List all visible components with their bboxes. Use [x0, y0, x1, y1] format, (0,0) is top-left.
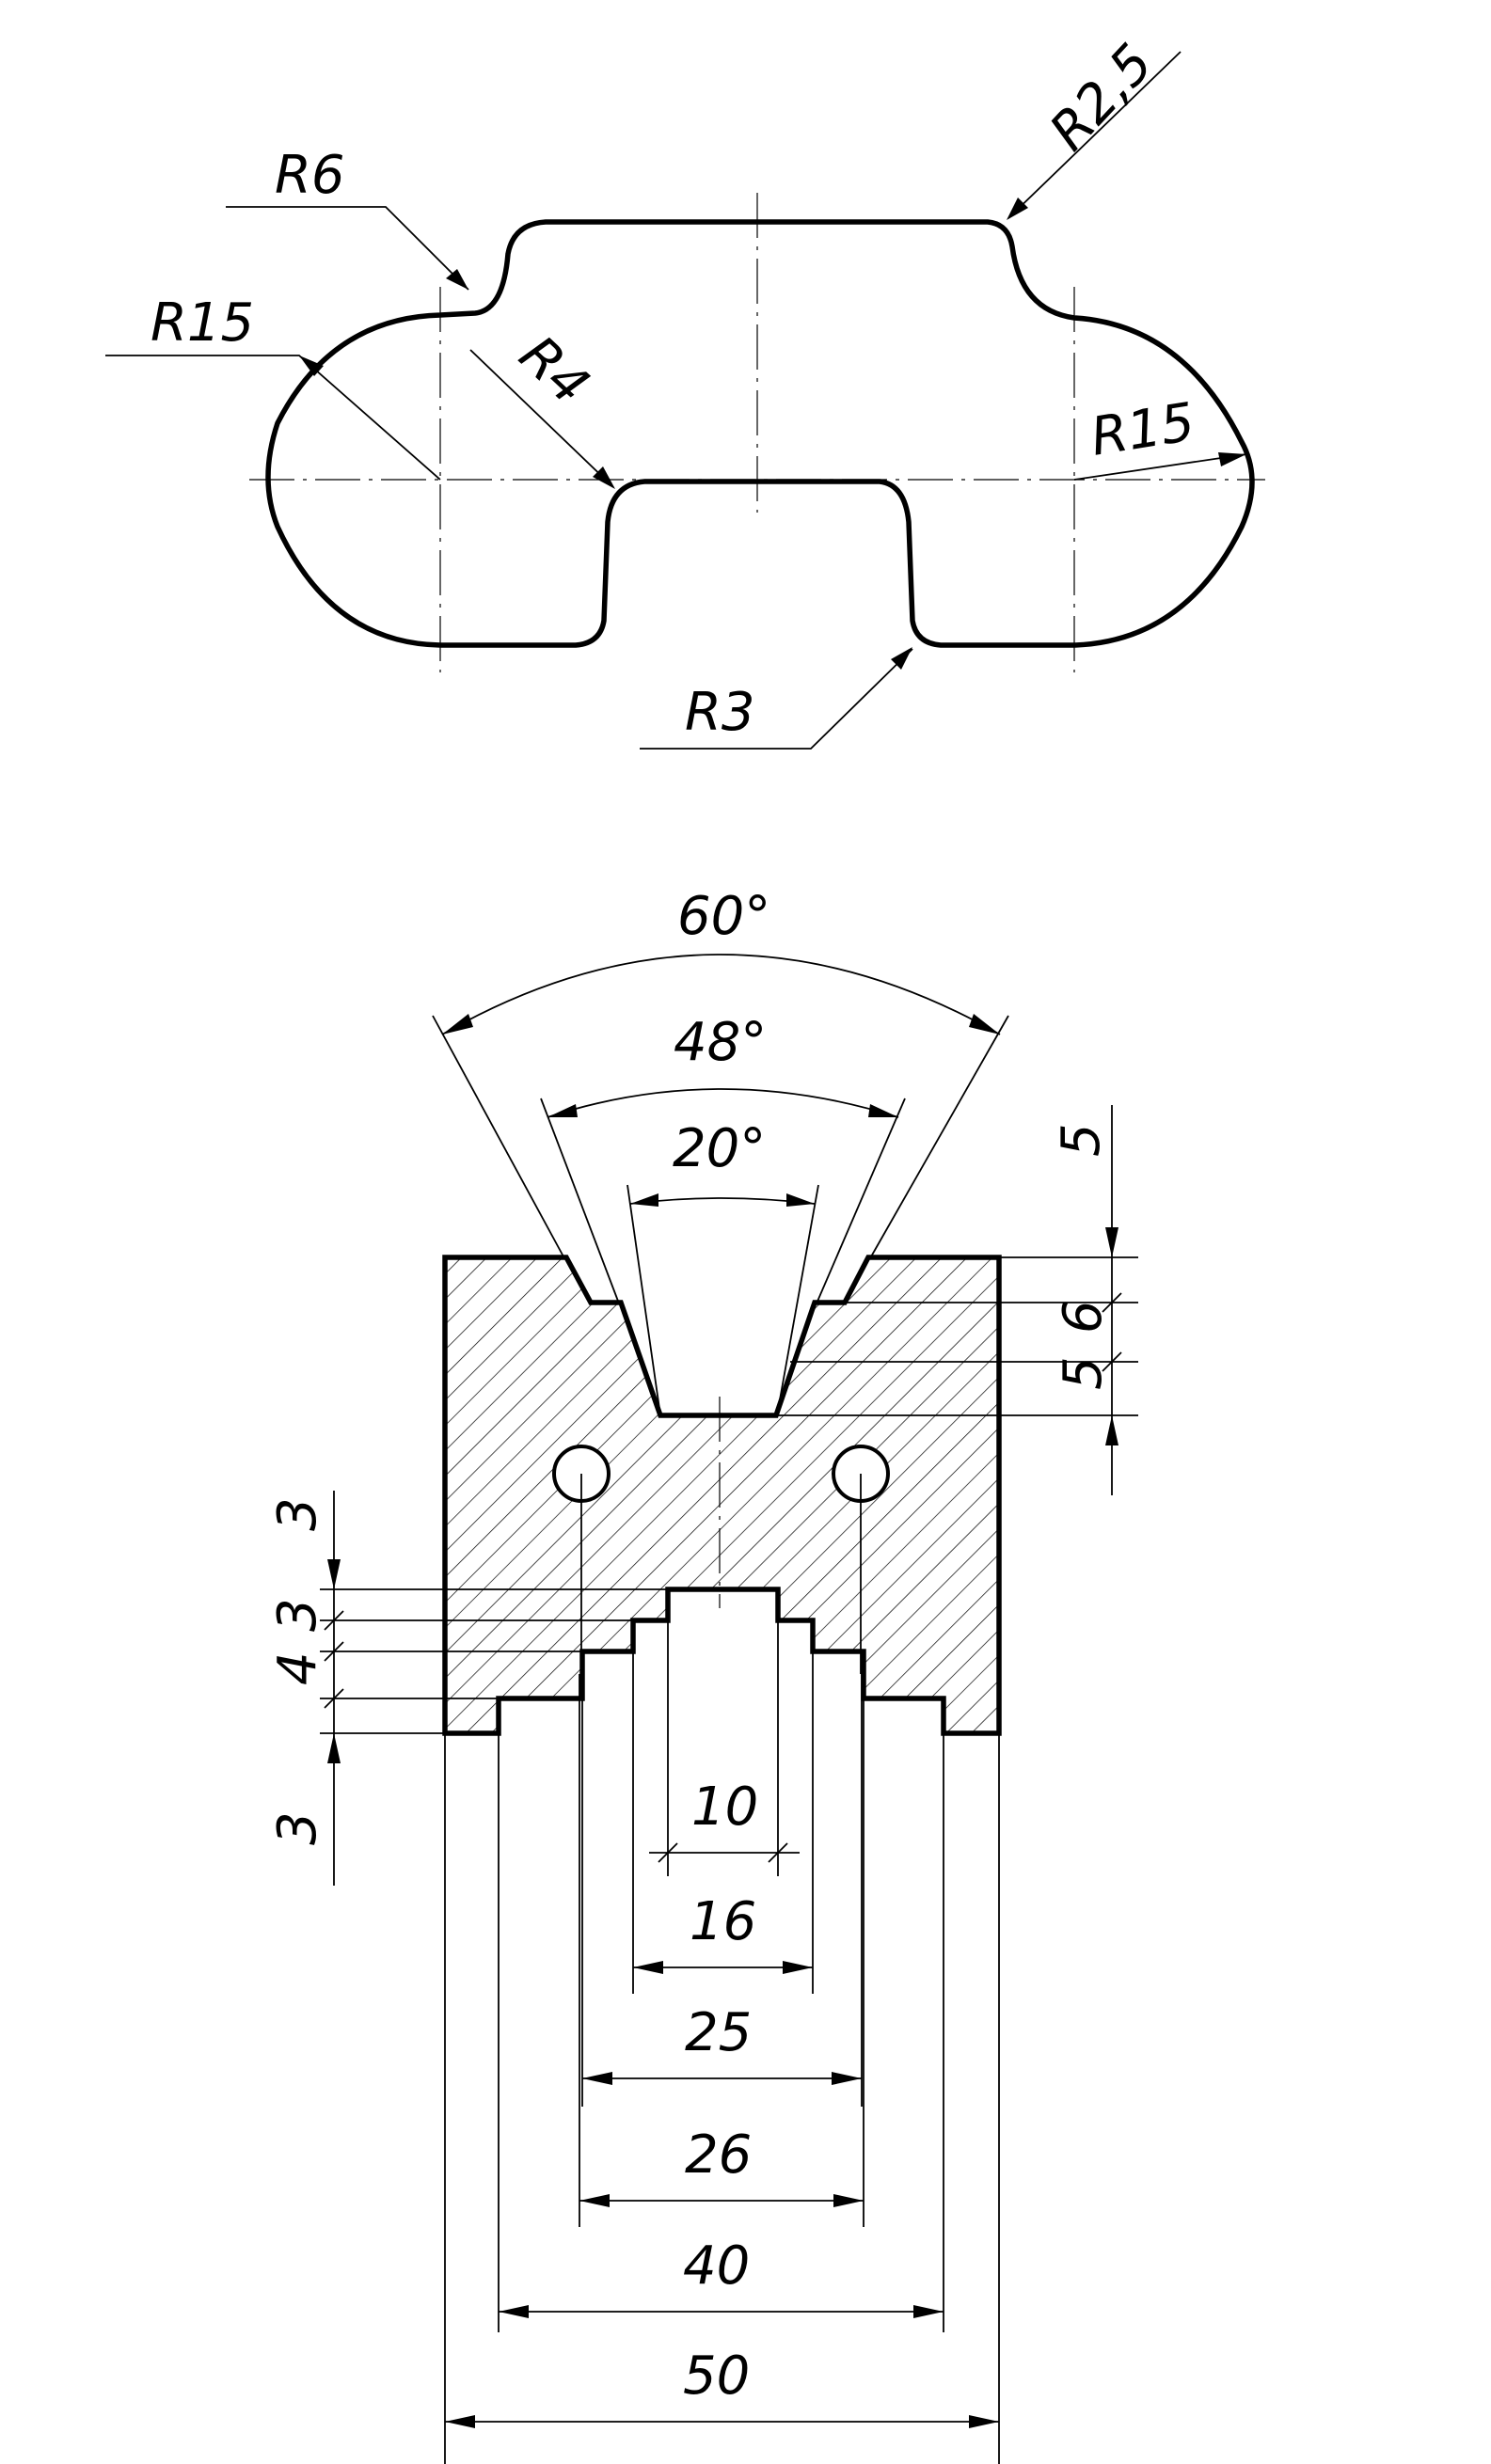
label-r15-left: R15 [151, 292, 254, 354]
section-view: 60° 48° 20° 5 6 5 [267, 886, 1138, 2464]
dim-angle-60: 60° [441, 886, 1001, 1035]
label-width-25: 25 [685, 2002, 752, 2063]
label-depth-5-top: 5 [1051, 1123, 1112, 1157]
label-step-3-top: 3 [267, 1497, 328, 1531]
label-width-50: 50 [683, 2346, 750, 2407]
label-r2-5: R2,5 [1039, 33, 1166, 163]
ext-60-right [869, 1015, 1009, 1259]
dim-r15-left: R15 [105, 292, 441, 481]
label-width-16: 16 [690, 1891, 756, 1952]
label-width-40: 40 [683, 2235, 750, 2297]
section-body [442, 1255, 1002, 1736]
dim-width-40: 40 [499, 2235, 944, 2318]
dim-width-10: 10 [649, 1777, 800, 1863]
label-r4: R4 [508, 324, 601, 417]
dim-r3-arrow [891, 647, 912, 670]
label-width-26: 26 [685, 2124, 752, 2186]
dim-angle-48: 48° [547, 1012, 899, 1118]
label-width-10: 10 [691, 1777, 758, 1838]
dim-width-25: 25 [582, 2002, 862, 2085]
label-r15-right: R15 [1087, 391, 1198, 467]
label-angle-20: 20° [673, 1118, 766, 1179]
label-r3: R3 [685, 682, 755, 743]
label-angle-48: 48° [674, 1012, 767, 1073]
dim-width-26: 26 [579, 2124, 864, 2207]
top-view-outline [265, 219, 1255, 648]
ext-48-right [816, 1098, 906, 1304]
label-angle-60: 60° [677, 886, 770, 947]
dim-angle-20: 20° [629, 1118, 816, 1207]
ext-20-left [627, 1184, 661, 1416]
ext-20-right [776, 1184, 819, 1416]
dim-r2-5: R2,5 [1007, 33, 1182, 220]
ext-48-left [540, 1098, 620, 1304]
dim-r4: R4 [469, 324, 615, 489]
ext-60-left [432, 1015, 565, 1259]
width-extension-lines [444, 1589, 1000, 2464]
label-depth-6: 6 [1053, 1300, 1114, 1334]
label-step-3-bottom: 3 [267, 1811, 328, 1845]
dim-right-depths: 5 6 5 [776, 1105, 1138, 1495]
dim-r6: R6 [226, 145, 469, 291]
dim-left-steps: 3 3 4 3 [267, 1491, 778, 1886]
dim-width-50: 50 [445, 2346, 999, 2428]
dim-r3 [640, 648, 913, 750]
dim-width-16: 16 [633, 1891, 813, 1974]
label-step-4: 4 [267, 1651, 328, 1685]
top-view: R6 R2,5 R15 R4 R15 R3 [105, 33, 1265, 750]
label-r6: R6 [275, 145, 345, 206]
label-depth-5-bottom: 5 [1053, 1356, 1114, 1390]
label-step-3-mid: 3 [267, 1598, 328, 1632]
